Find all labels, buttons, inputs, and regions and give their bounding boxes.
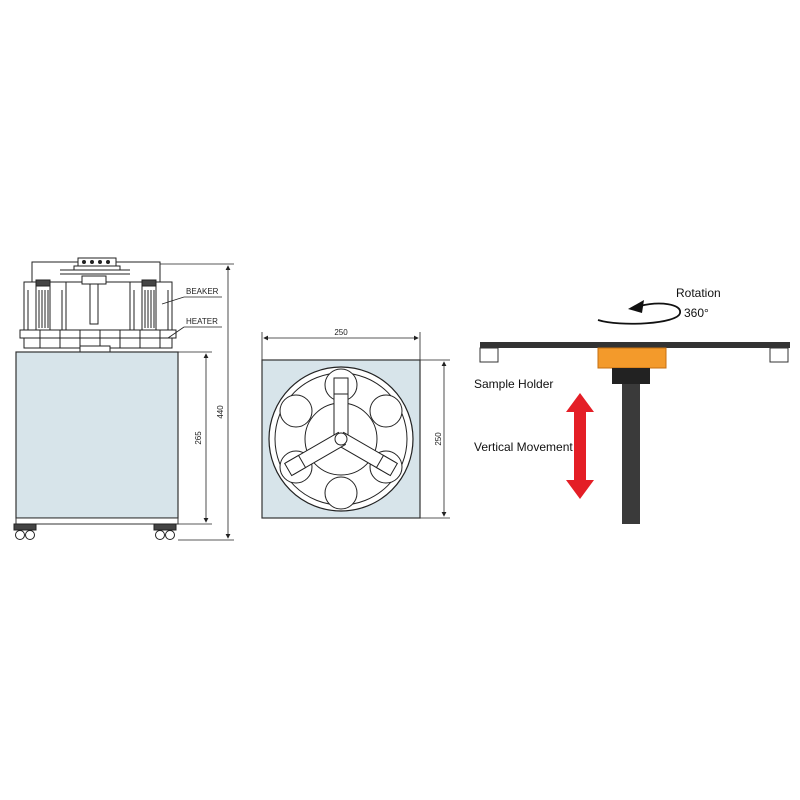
rotating-platter — [480, 342, 790, 348]
beaker-leader — [161, 296, 185, 305]
heater-band — [19, 329, 177, 353]
front-view: BEAKER HEATER 440 265 — [13, 257, 234, 541]
heater-leader — [167, 326, 185, 339]
beaker-slot — [369, 394, 403, 428]
rotation-label: Rotation — [676, 286, 721, 300]
sample-holder — [597, 347, 667, 369]
platter-foot-left — [479, 347, 499, 363]
cabinet-body — [15, 351, 179, 519]
dimension-width — [261, 332, 421, 360]
coupling-block — [612, 368, 650, 384]
dimension-depth-label: 250 — [434, 432, 443, 446]
schematic-view: Rotation 360° Sample Holder Vertical Mov… — [474, 286, 790, 524]
dimension-total-height-label: 440 — [216, 405, 225, 419]
dimension-width-label: 250 — [334, 328, 348, 337]
sample-holder-label: Sample Holder — [474, 377, 553, 391]
beaker-positions — [279, 368, 403, 510]
caster-left — [13, 523, 37, 540]
vertical-movement-label: Vertical Movement — [474, 440, 573, 454]
vertical-arrow-icon — [566, 393, 594, 499]
heater-label: HEATER — [186, 317, 218, 326]
rotation-angle-label: 360° — [684, 306, 709, 320]
dimension-body-height-label: 265 — [194, 431, 203, 445]
cabinet-base — [15, 517, 179, 525]
beaker-slot — [279, 394, 313, 428]
dimension-depth — [420, 359, 450, 519]
beaker-left — [23, 279, 67, 331]
beaker-label: BEAKER — [186, 287, 219, 296]
rotation-arrow-icon — [597, 300, 681, 325]
top-view: 250 250 — [261, 328, 450, 519]
caster-right — [153, 523, 177, 540]
holder-arms — [283, 377, 399, 477]
platter-foot-right — [769, 347, 789, 363]
dimension-total-height — [160, 263, 234, 541]
dimension-body-height — [178, 351, 212, 525]
top-frame — [31, 257, 161, 325]
beaker-slot — [324, 476, 358, 510]
beaker-right — [129, 279, 173, 331]
drive-shaft — [622, 384, 640, 524]
